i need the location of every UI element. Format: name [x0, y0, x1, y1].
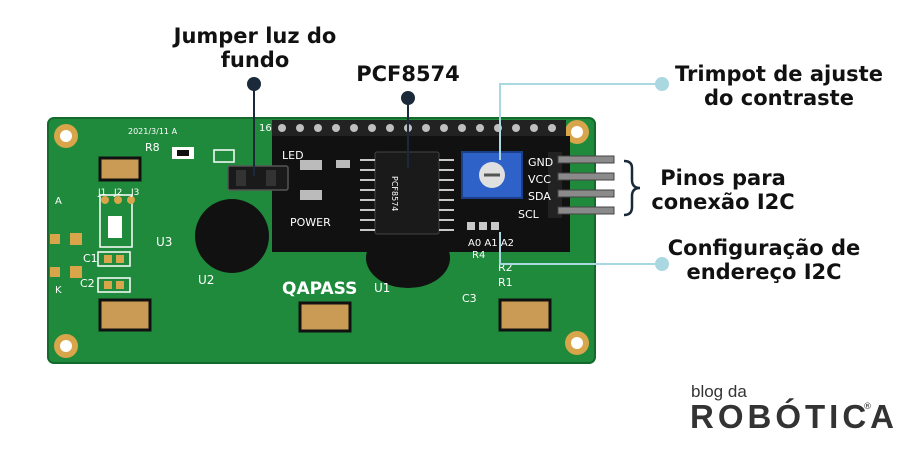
logo-registered-mark: ®	[863, 402, 872, 412]
silk-pcf-text: PCF8574	[390, 176, 399, 211]
silk-u1: U1	[374, 281, 390, 295]
silk-date: 2021/3/11 A	[128, 127, 178, 136]
label-address-line1: Configuração de	[667, 236, 861, 260]
silk-led: LED	[282, 149, 304, 162]
silk-r8: R8	[145, 141, 160, 154]
label-pins-line2: conexão I2C	[651, 190, 795, 214]
label-trimpot-line1: Trimpot de ajuste	[675, 62, 883, 86]
label-jumper-line2: fundo	[220, 48, 290, 72]
silk-r1: R1	[498, 276, 513, 289]
silk-j2: J2	[113, 188, 122, 198]
silk-sda: SDA	[528, 190, 551, 203]
header-pin-row	[272, 120, 566, 136]
silk-address-pads: A0 A1 A2	[468, 238, 514, 249]
logo-blog-da: blog da	[691, 382, 747, 401]
address-pads	[467, 222, 499, 230]
mounting-holes	[54, 120, 589, 358]
silk-u2: U2	[198, 273, 214, 287]
label-jumper-line1: Jumper luz do	[173, 24, 337, 48]
silk-j1: J1	[97, 188, 106, 198]
silk-c3: C3	[462, 292, 477, 305]
bottom-pads	[98, 156, 552, 333]
silk-pin16: 16	[259, 123, 272, 134]
silk-a: A	[55, 196, 62, 207]
label-pins-line1: Pinos para	[660, 166, 786, 190]
annotation-connectors	[247, 77, 669, 271]
silk-c1: C1	[83, 252, 98, 265]
label-address-line2: endereço I2C	[686, 260, 842, 284]
label-jumper: Jumper luz do fundo	[160, 24, 350, 72]
silk-power: POWER	[290, 216, 331, 229]
label-pins: Pinos para conexão I2C	[648, 166, 798, 214]
silk-vcc: VCC	[528, 173, 551, 186]
i2c-module	[227, 136, 570, 252]
label-chip: PCF8574	[356, 62, 460, 86]
silk-k: K	[55, 285, 62, 296]
blob-u2	[195, 199, 269, 273]
silk-r4: R4	[472, 250, 485, 261]
silk-j3: J3	[130, 188, 139, 198]
silk-c2: C2	[80, 277, 95, 290]
silk-qapass: QAPASS	[282, 279, 357, 299]
silk-scl: SCL	[518, 208, 540, 221]
label-address: Configuração de endereço I2C	[664, 236, 864, 284]
silk-u3: U3	[156, 235, 172, 249]
label-trimpot-line2: do contraste	[704, 86, 854, 110]
logo-robotica: ROBÓTICA	[690, 398, 898, 435]
label-trimpot: Trimpot de ajuste do contraste	[664, 62, 894, 110]
i2c-pins	[548, 152, 615, 218]
silk-gnd: GND	[528, 156, 553, 169]
